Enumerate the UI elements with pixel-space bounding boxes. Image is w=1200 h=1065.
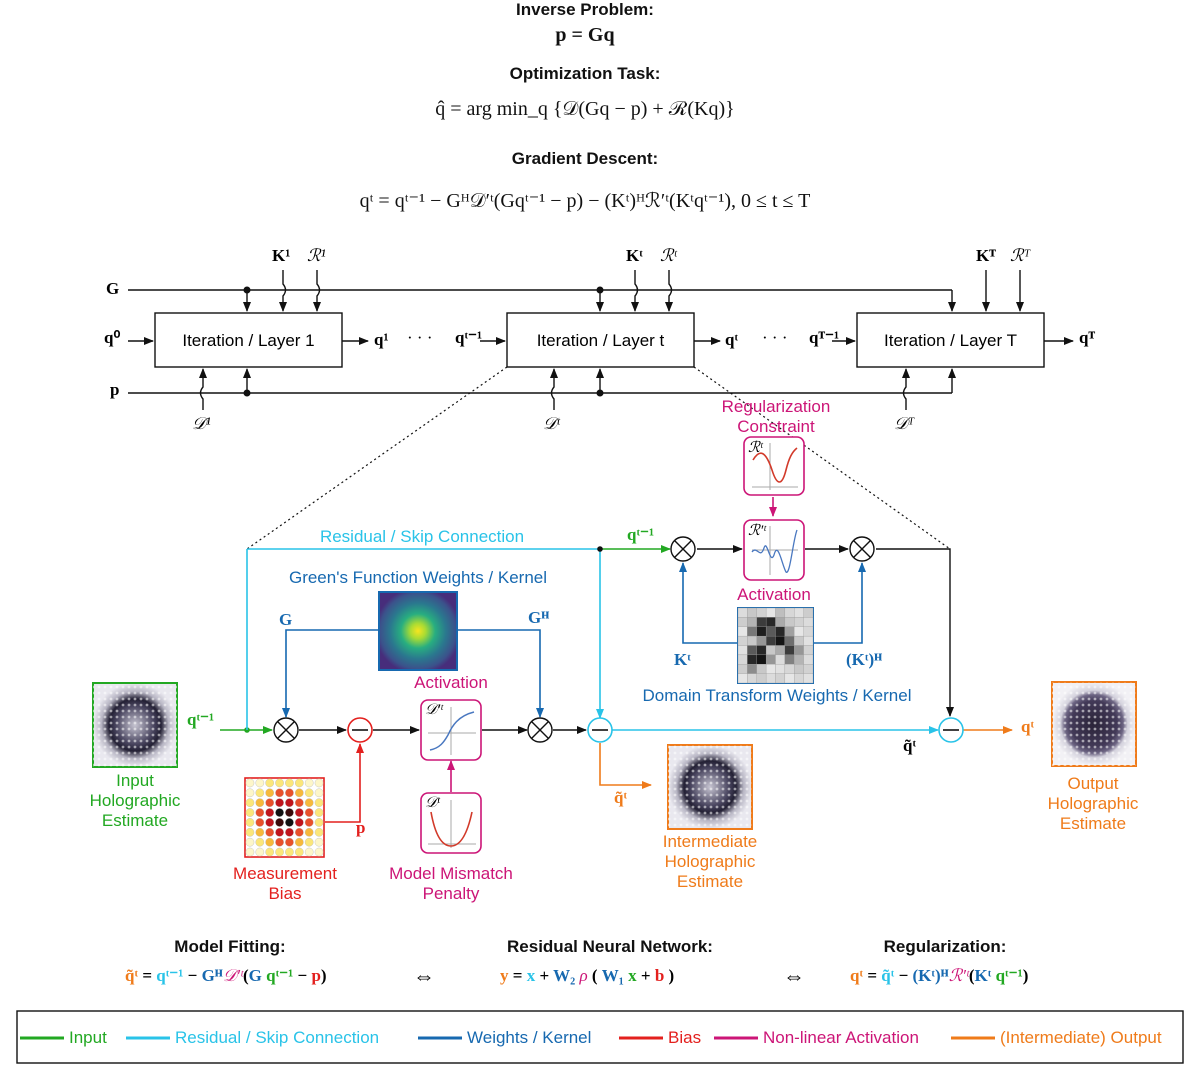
input-estimate-label: Input Holographic Estimate bbox=[89, 771, 181, 830]
K1-label: K¹ bbox=[272, 246, 291, 265]
model-fitting-title: Model Fitting: bbox=[174, 937, 286, 956]
D-icon-label: 𝒟ᵗ bbox=[425, 795, 440, 811]
q-tilde-out-label: q̃ᵗ bbox=[903, 736, 917, 755]
layer-1-box bbox=[154, 312, 343, 368]
reg-constraint-box bbox=[743, 436, 805, 496]
residual-skip-label: Residual / Skip Connection bbox=[319, 527, 525, 546]
legend-input: Input bbox=[69, 1028, 107, 1047]
reg-constraint-label: Regularization Constraint bbox=[721, 397, 831, 436]
DT-label: 𝒟ᵀ bbox=[894, 414, 915, 433]
q1-label: q¹ bbox=[374, 330, 389, 349]
KtH-weight-label: (Kᵗ)ᴴ bbox=[846, 650, 883, 669]
qt-label: qᵗ bbox=[725, 330, 739, 349]
R1-label: ℛ¹ bbox=[307, 246, 326, 265]
RT-label: ℛᵀ bbox=[1010, 246, 1031, 265]
input-estimate-image bbox=[92, 682, 178, 768]
qt-minus-label: qᵗ⁻¹ bbox=[455, 328, 483, 347]
activation-mid-label: Activation bbox=[414, 673, 488, 692]
subtract-node-skip bbox=[587, 717, 613, 743]
d-deriv-box bbox=[420, 699, 482, 761]
subtract-node-output bbox=[938, 717, 964, 743]
unrolled-network bbox=[128, 270, 1074, 410]
qT-label: qᵀ bbox=[1079, 328, 1096, 347]
reg-deriv-box bbox=[743, 519, 805, 581]
subtract-node-bias bbox=[347, 717, 373, 743]
optimization-task-title: Optimization Task: bbox=[509, 64, 661, 83]
qt-output-label: qᵗ bbox=[1021, 717, 1035, 736]
D-deriv-icon-label: 𝒟′ᵗ bbox=[425, 702, 443, 718]
multiply-node-GH bbox=[527, 717, 553, 743]
q0-label: q⁰ bbox=[104, 328, 121, 347]
model-fitting-equation: q̃ᵗ = qᵗ⁻¹ − Gᴴ𝒟′ᵗ(G qᵗ⁻¹ − p) bbox=[125, 966, 327, 985]
intermediate-estimate-image bbox=[667, 744, 753, 830]
activation-top-label: Activation bbox=[737, 585, 811, 604]
qt-minus-input-label: qᵗ⁻¹ bbox=[187, 710, 215, 729]
regularization-title: Regularization: bbox=[883, 937, 1007, 956]
domain-kernel-image bbox=[737, 607, 814, 684]
regularization-equation: qᵗ = q̃ᵗ − (Kᵗ)ᴴℛ′ᵗ(Kᵗ qᵗ⁻¹) bbox=[850, 966, 1029, 985]
zoom-lines bbox=[246, 366, 951, 550]
measurement-bias-label: Measurement Bias bbox=[233, 864, 337, 903]
p-bias-label: p bbox=[356, 818, 366, 837]
qT-minus-label: qᵀ⁻¹ bbox=[809, 328, 840, 347]
reg-deriv-icon-label: ℛ′ᵗ bbox=[748, 523, 766, 539]
Kt-weight-label: Kᵗ bbox=[674, 650, 691, 669]
p-input-label: p bbox=[110, 380, 120, 399]
resnet-equation: y = x + W₂ ρ ( W₁ x + b ) bbox=[500, 966, 675, 985]
legend-bias: Bias bbox=[668, 1028, 702, 1047]
multiply-node-Kt bbox=[670, 536, 696, 562]
GH-weight-label: Gᴴ bbox=[528, 608, 550, 627]
layer-T-label: Iteration / Layer T bbox=[884, 331, 1017, 350]
intermediate-estimate-label: Intermediate Holographic Estimate bbox=[662, 832, 758, 891]
dots-1: · · · bbox=[407, 328, 433, 347]
Rt-label: ℛᵗ bbox=[660, 246, 677, 265]
Dt-label: 𝒟ᵗ bbox=[543, 414, 560, 433]
G-input-label: G bbox=[106, 279, 120, 298]
greens-function-label: Green's Function Weights / Kernel bbox=[288, 568, 548, 587]
d-penalty-box bbox=[420, 792, 482, 854]
model-mismatch-label: Model Mismatch Penalty bbox=[389, 864, 513, 903]
resnet-title: Residual Neural Network: bbox=[507, 937, 713, 956]
layer-t-label: Iteration / Layer t bbox=[536, 331, 665, 350]
greens-kernel-image bbox=[378, 591, 458, 671]
KT-label: Kᵀ bbox=[976, 246, 996, 265]
output-estimate-label: Output Holographic Estimate bbox=[1047, 774, 1139, 833]
reg-icon-label: ℛᵗ bbox=[748, 440, 763, 456]
legend-skip: Residual / Skip Connection bbox=[175, 1028, 380, 1047]
dots-2: · · · bbox=[762, 328, 788, 347]
Kt-label: Kᵗ bbox=[626, 246, 643, 265]
q-tilde-label: q̃ᵗ bbox=[614, 788, 628, 807]
gradient-descent-title: Gradient Descent: bbox=[511, 149, 659, 168]
iff-left: ⇔ bbox=[413, 963, 435, 988]
legend-output: (Intermediate) Output bbox=[1000, 1028, 1162, 1047]
measurement-bias-image bbox=[244, 777, 325, 858]
gradient-descent-equation: qᵗ = qᵗ⁻¹ − Gᴴ𝒟′ᵗ(Gqᵗ⁻¹ − p) − (Kᵗ)ᴴℛ′ᵗ(… bbox=[359, 190, 811, 212]
layer-T-box bbox=[856, 312, 1045, 368]
optimization-task-equation: q̂ = arg min_q {𝒟(Gq − p) + ℛ(Kq)} bbox=[435, 98, 735, 120]
G-weight-label: G bbox=[279, 610, 293, 629]
multiply-node-KtH bbox=[849, 536, 875, 562]
multiply-node-G bbox=[273, 717, 299, 743]
domain-transform-label: Domain Transform Weights / Kernel bbox=[642, 686, 912, 705]
legend-activation: Non-linear Activation bbox=[763, 1028, 919, 1047]
iff-right: ⇔ bbox=[783, 963, 805, 988]
output-estimate-image bbox=[1051, 681, 1137, 767]
qt-minus-top-label: qᵗ⁻¹ bbox=[627, 525, 655, 544]
inverse-problem-equation: p = Gq bbox=[555, 24, 615, 46]
layer-1-label: Iteration / Layer 1 bbox=[182, 331, 315, 350]
legend-weights: Weights / Kernel bbox=[467, 1028, 592, 1047]
layer-t-box bbox=[506, 312, 695, 368]
D1-label: 𝒟¹ bbox=[192, 414, 211, 433]
inverse-problem-title: Inverse Problem: bbox=[516, 0, 654, 19]
